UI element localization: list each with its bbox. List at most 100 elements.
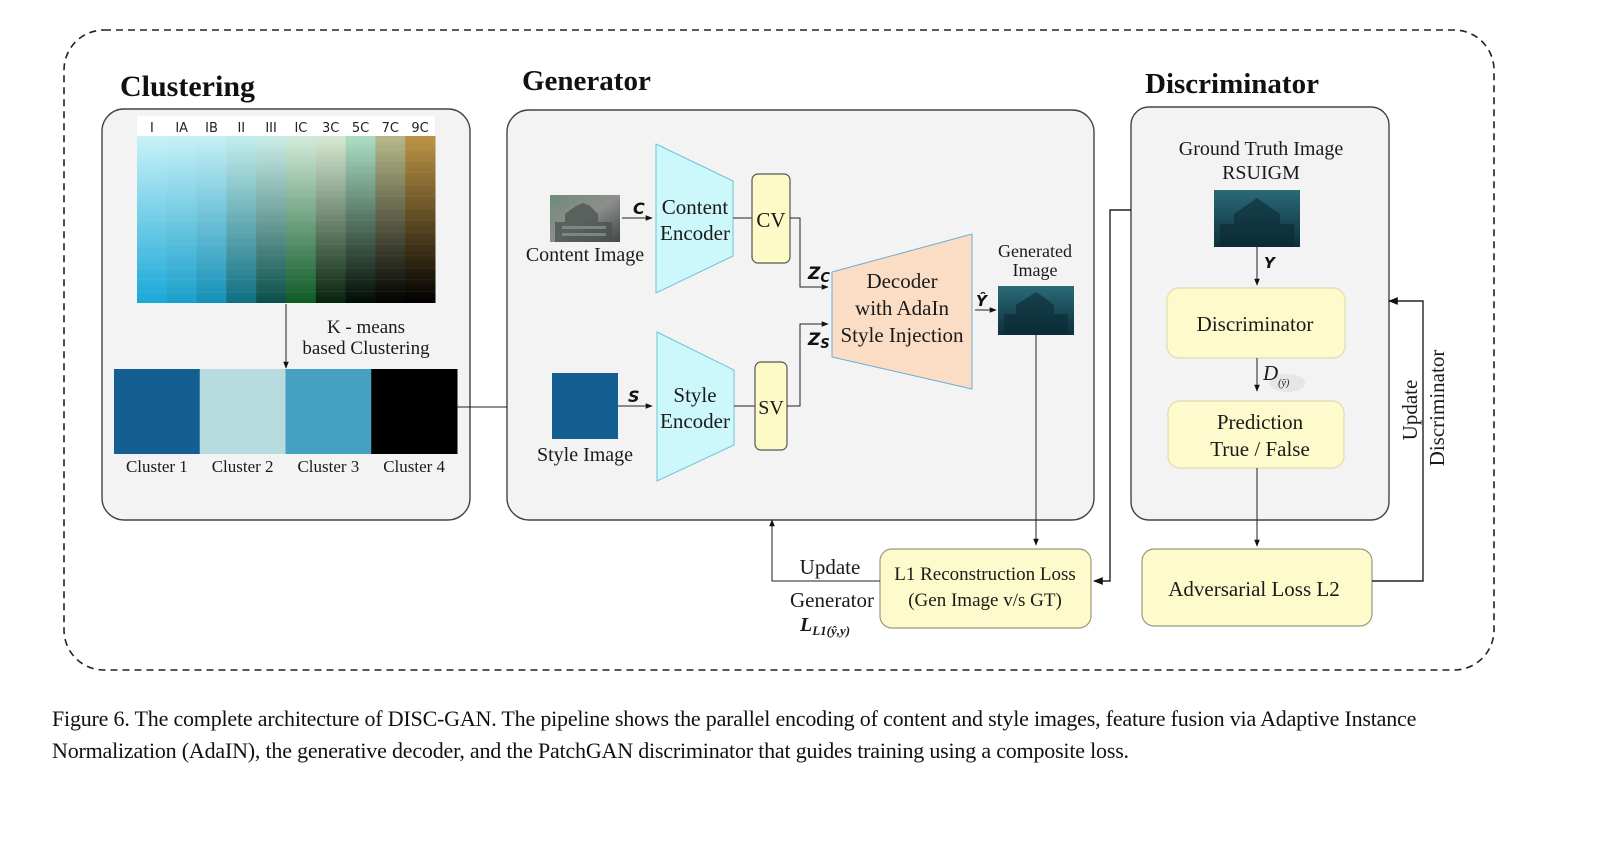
swatch-band: [137, 147, 435, 149]
cluster-label-2: Cluster 2: [212, 457, 274, 476]
l1-loss-symbol: LL1(ŷ,y): [799, 614, 850, 638]
swatch-band: [137, 159, 435, 161]
decoder-label-line2: with AdaIn: [855, 296, 949, 320]
update-generator-label-line2: Generator: [790, 588, 874, 612]
swatch-column-ia: [166, 136, 198, 303]
cluster-swatches: Cluster 1 Cluster 2 Cluster 3 Cluster 4: [114, 369, 458, 476]
swatch-column-5c: [345, 136, 376, 303]
l1-loss-box: [879, 548, 1092, 629]
cluster-swatch-3: [285, 369, 372, 454]
zc-connector: [790, 217, 829, 290]
content-image-label: Content Image: [526, 244, 644, 266]
clustering-title: Clustering: [120, 70, 255, 103]
prediction-label-line2: True / False: [1210, 437, 1310, 461]
swatch-band: [137, 207, 435, 209]
swatch-label: 3C: [322, 121, 339, 136]
cluster-swatch-4: [371, 369, 458, 454]
update-generator-arrow: [769, 519, 880, 582]
decoder-label-line3: Style Injection: [840, 323, 964, 347]
style-symbol: S: [628, 387, 640, 406]
adversarial-loss-box: [1141, 548, 1373, 627]
cluster-swatch-2: [199, 369, 286, 454]
discriminator-block-label: Discriminator: [1197, 312, 1314, 336]
decoder-label-line1: Decoder: [866, 269, 937, 293]
swatch-label: IB: [205, 121, 218, 136]
swatch-band: [137, 267, 435, 269]
swatch-column-3c: [315, 136, 347, 303]
style-encoder-label-line1: Style: [673, 383, 716, 407]
update-generator-label-line1: Update: [800, 555, 861, 579]
generated-image-thumbnail: [998, 286, 1074, 335]
swatch-band: [137, 183, 435, 185]
swatch-band: [137, 243, 435, 245]
zs-symbol: ZS: [807, 330, 830, 352]
gt-image-label-line2: RSUIGM: [1222, 162, 1300, 184]
zs-connector: [787, 321, 829, 407]
d-symbol: D(ŷ): [1262, 361, 1290, 389]
swatch-band: [137, 195, 435, 197]
content-encoder-label-line2: Encoder: [660, 221, 730, 245]
swatch-band: [137, 291, 435, 293]
swatch-label: 5C: [352, 121, 369, 136]
swatch-column-i: [137, 136, 168, 303]
architecture-diagram: Clustering Generator Discriminator I IA IB…: [63, 29, 1495, 671]
update-discriminator-arrow: [1372, 297, 1424, 582]
style-image-label: Style Image: [537, 444, 633, 466]
l1-loss-label-line1: L1 Reconstruction Loss: [894, 564, 1076, 585]
d-symbol-highlight: [1269, 374, 1305, 392]
yhat-symbol: Ŷ: [976, 291, 989, 310]
y-symbol: Y: [1264, 254, 1277, 272]
swatch-band: [137, 231, 435, 233]
swatch-column-9c: [405, 136, 436, 303]
generator-panel: [506, 109, 1095, 521]
generator-title: Generator: [522, 65, 651, 97]
prediction-label-line1: Prediction: [1217, 410, 1304, 434]
gt-image-label-line1: Ground Truth Image: [1179, 138, 1344, 160]
swatch-band: [137, 279, 435, 281]
l1-loss-label-line2: (Gen Image v/s GT): [908, 590, 1062, 611]
cluster-label-1: Cluster 1: [126, 457, 188, 476]
discriminator-block: [1166, 287, 1346, 359]
decoder-adain: [831, 233, 973, 390]
swatch-label: IA: [175, 121, 188, 136]
swatch-column-7c: [375, 136, 406, 303]
prediction-block: [1167, 400, 1345, 469]
sv-label: SV: [758, 397, 784, 419]
cluster-swatch-1: [114, 369, 201, 454]
swatch-header: [137, 116, 435, 136]
kmeans-label-line2: based Clustering: [302, 338, 430, 359]
swatch-label: I: [150, 121, 154, 136]
zc-symbol: ZC: [807, 264, 830, 286]
swatch-band: [137, 219, 435, 221]
swatch-column-iii: [256, 136, 287, 303]
color-swatch-chart: [137, 136, 436, 303]
content-encoder-label-line1: Content: [662, 195, 729, 219]
adversarial-loss-label: Adversarial Loss L2: [1168, 577, 1339, 601]
content-image-thumbnail: [550, 195, 620, 242]
figure-caption: Figure 6. The complete architecture of D…: [52, 706, 1417, 763]
swatch-column-ii: [226, 136, 257, 303]
style-image-swatch: [552, 373, 618, 439]
cv-label: CV: [756, 208, 785, 232]
content-symbol: C: [633, 199, 645, 218]
gt-to-l1-arrow: [1093, 209, 1131, 585]
discriminator-title: Discriminator: [1145, 68, 1319, 100]
swatch-column-ic: [286, 136, 317, 303]
swatch-label: 9C: [411, 121, 428, 136]
kmeans-label-line1: K - means: [327, 317, 405, 338]
swatch-label: III: [265, 121, 277, 136]
swatch-label: 7C: [382, 121, 399, 136]
outer-frame: [63, 29, 1495, 671]
cluster-label-4: Cluster 4: [383, 457, 445, 476]
swatch-column-ib: [196, 136, 227, 303]
update-discriminator-label-line2: Discriminator: [1425, 350, 1449, 467]
swatch-band: [137, 255, 435, 257]
swatch-label: IC: [294, 121, 307, 136]
ground-truth-image-thumbnail: [1214, 190, 1300, 247]
swatch-label: II: [237, 121, 245, 136]
update-discriminator-label-line1: Update: [1398, 380, 1422, 441]
style-encoder: [656, 331, 735, 482]
swatch-band: [137, 171, 435, 173]
cluster-label-3: Cluster 3: [297, 457, 359, 476]
